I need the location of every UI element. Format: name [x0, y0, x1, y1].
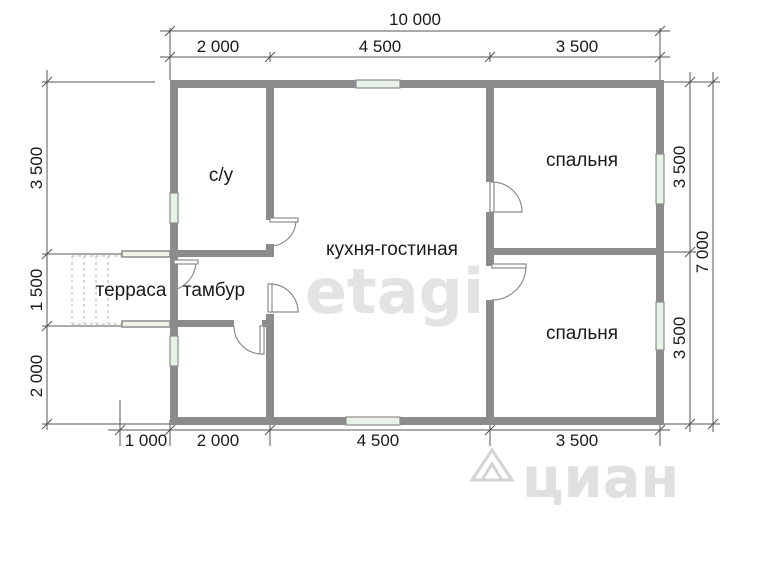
- dim-right-total: 7 000: [693, 231, 712, 274]
- wall-vestibule-bottom-b: [262, 320, 272, 327]
- door-bedroom-top: [491, 181, 523, 213]
- door-leaves: [173, 181, 527, 355]
- terrace-steps: [71, 255, 124, 325]
- watermark-cian: циан: [469, 446, 679, 511]
- dim-top-total: 10 000: [389, 10, 441, 29]
- dim-top-3: 3 500: [556, 37, 599, 56]
- dim-right-1: 3 500: [670, 146, 689, 189]
- room-label-bathroom: с/у: [209, 165, 234, 186]
- dim-left-2: 1 500: [27, 269, 46, 312]
- dim-left-3: 2 000: [27, 355, 46, 398]
- watermark-etagi: etagi: [305, 255, 484, 328]
- dim-left-1: 3 500: [27, 147, 46, 190]
- cian-logo-icon: [469, 447, 515, 482]
- wall-bedroom-left-c: [486, 300, 494, 419]
- room-label-vestibule: тамбур: [183, 280, 245, 301]
- room-label-bedroom-top: спальня: [546, 150, 618, 171]
- window-bottom: [345, 416, 401, 426]
- dim-bottom-3: 4 500: [357, 431, 400, 450]
- door-vestibule-living: [269, 283, 299, 313]
- window-bedroom-bottom: [655, 301, 665, 351]
- dimension-lines: [41, 25, 720, 446]
- door-bathroom: [269, 219, 297, 247]
- room-label-terrace: терраса: [96, 280, 167, 301]
- watermark-etagi-text: etagi: [305, 255, 484, 328]
- wall-bedroom-left-a: [486, 86, 494, 182]
- dim-bottom-2: 2 000: [197, 431, 240, 450]
- watermark-cian-text: циан: [522, 446, 679, 511]
- wall-between-bedrooms: [492, 248, 658, 255]
- walls: [170, 80, 664, 425]
- room-label-bedroom-bottom: спальня: [546, 323, 618, 344]
- door-bedroom-bottom: [491, 265, 527, 301]
- dim-right-2: 3 500: [670, 317, 689, 360]
- dim-bottom-1: 1 000: [125, 431, 168, 450]
- window-bedroom-top: [655, 153, 665, 205]
- door-vestibule-bottom: [233, 325, 263, 355]
- window-bathroom: [169, 192, 179, 224]
- wall-vestibule-bottom-a: [176, 320, 234, 327]
- windows: [169, 79, 665, 426]
- wall-bedroom-left-b: [486, 212, 494, 266]
- wall-bathroom-bottom: [176, 250, 272, 257]
- room-label-living-kitchen: кухня-гостиная: [326, 239, 458, 260]
- terrace-railing-top: [121, 250, 171, 258]
- outer-wall-left: [170, 80, 178, 425]
- wall-bathroom-right: [266, 86, 274, 220]
- dim-bottom-4: 3 500: [556, 431, 599, 450]
- window-top: [355, 79, 401, 89]
- outer-wall-bottom: [170, 417, 664, 425]
- dim-top-1: 2 000: [197, 37, 240, 56]
- wall-vestibule-right-b: [266, 314, 274, 419]
- dim-top-2: 4 500: [359, 37, 402, 56]
- terrace-railing-bottom: [121, 320, 171, 328]
- outer-wall-right: [656, 80, 664, 425]
- window-vestibule: [169, 335, 179, 367]
- outer-wall-top: [170, 80, 664, 88]
